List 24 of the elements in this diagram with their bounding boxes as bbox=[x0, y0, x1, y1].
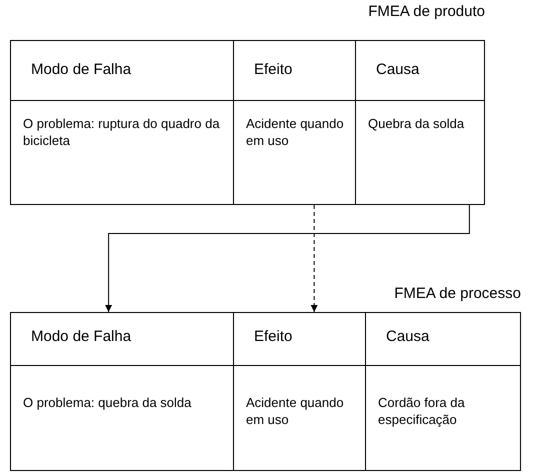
table-title: FMEA de produto bbox=[368, 3, 485, 20]
header-cell bbox=[10, 312, 234, 366]
cell-text: Quebra da solda bbox=[368, 115, 466, 132]
cell-text: Cordão fora da especificação bbox=[378, 394, 466, 428]
header-cell bbox=[365, 312, 521, 366]
body-cell bbox=[10, 100, 234, 205]
column-header: Modo de Falha bbox=[31, 61, 132, 78]
header-cell bbox=[355, 40, 485, 101]
column-header: Efeito bbox=[254, 61, 292, 78]
cell-text: Acidente quando em uso bbox=[246, 115, 345, 149]
column-header: Causa bbox=[376, 61, 420, 78]
arrow bbox=[310, 204, 318, 312]
column-header: Efeito bbox=[254, 328, 292, 345]
cell-text: O problema: ruptura do quadro da bicicleta bbox=[23, 115, 221, 149]
body-cell bbox=[365, 365, 521, 471]
body-cell bbox=[10, 365, 234, 471]
arrow bbox=[105, 204, 470, 312]
cell-text: Acidente quando em uso bbox=[246, 394, 345, 428]
column-header: Modo de Falha bbox=[31, 328, 132, 345]
table-title: FMEA de processo bbox=[394, 285, 521, 302]
cell-text: O problema: quebra da solda bbox=[23, 394, 192, 411]
column-header: Causa bbox=[386, 328, 430, 345]
body-cell bbox=[355, 100, 485, 205]
header-cell bbox=[10, 40, 234, 101]
